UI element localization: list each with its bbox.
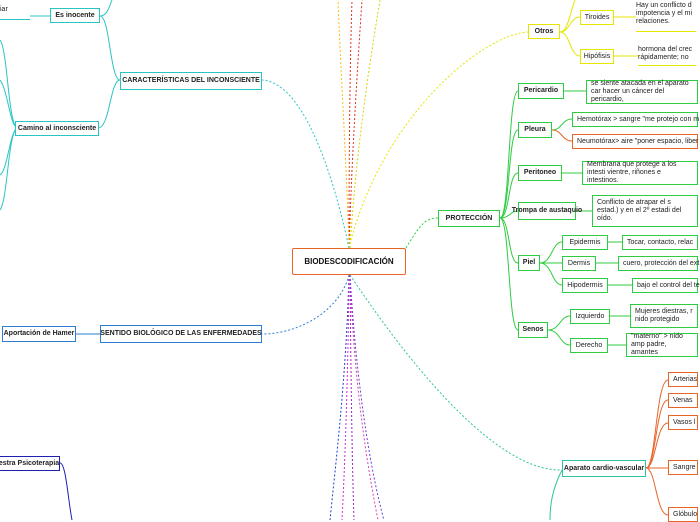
aportacion-label: Aportación de Hamer xyxy=(3,330,75,337)
sentido-biologico-topic[interactable]: SENTIDO BIOLÓGICO DE LAS ENFERMEDADES xyxy=(100,325,262,343)
es-inocente-label: Es inocente xyxy=(55,11,95,19)
izquierdo-text[interactable]: Mujeres diestras, r nido protegido xyxy=(630,304,698,328)
hipofisis-label: Hipófisis xyxy=(583,52,611,60)
hipofisis-text-label: hormona del crec rápidamente; no xyxy=(638,46,693,61)
sangre-topic[interactable]: Sangre xyxy=(668,460,698,475)
pericardio-label: Pericardio xyxy=(523,87,559,94)
hipodermis-text-label: bajo el control del te xyxy=(637,281,700,289)
pericardio-topic[interactable]: Pericardio xyxy=(518,83,564,99)
trompa-text-label: Conflicto de atrapar el s estad.) y en e… xyxy=(597,199,682,222)
hipodermis-text[interactable]: bajo el control del te xyxy=(632,278,700,293)
vasos-topic[interactable]: Vasos l xyxy=(668,415,698,430)
cut-off-topic[interactable]: iar xyxy=(0,6,30,20)
sangre-label: Sangre xyxy=(673,463,696,471)
pleura-label: Pleura xyxy=(524,126,546,133)
izquierdo-topic[interactable]: Izquierdo xyxy=(570,309,610,324)
hipodermis-topic[interactable]: Hipodermis xyxy=(562,278,608,293)
caracteristicas-topic[interactable]: CARACTERÍSTICAS DEL INCONSCIENTE xyxy=(120,72,262,90)
neumotorax-label: Neumotórax> aire "poner espacio, liber xyxy=(577,137,699,145)
venas-topic[interactable]: Venas xyxy=(668,393,698,408)
cardio-label: Aparato cardio-vascular xyxy=(563,464,645,472)
otros-label: Otros xyxy=(534,27,554,35)
sentido-biologico-label: SENTIDO BIOLÓGICO DE LAS ENFERMEDADES xyxy=(100,330,262,337)
derecho-text[interactable]: "materno" > nido amp padre, amantes xyxy=(626,333,698,357)
psicoterapia-topic[interactable]: estra Psicoterapia xyxy=(0,456,60,471)
pericardio-text-label: se siente atacada en el aparato car hace… xyxy=(591,80,689,103)
arterias-label: Arterias xyxy=(673,375,698,383)
senos-topic[interactable]: Senos xyxy=(518,322,548,338)
venas-label: Venas xyxy=(673,396,693,404)
hipodermis-label: Hipodermis xyxy=(567,281,603,289)
hemotorax-label: Hemotórax > sangre "me protejo con m xyxy=(577,115,700,123)
trompa-text[interactable]: Conflicto de atrapar el s estad.) y en e… xyxy=(592,195,698,227)
peritoneo-text[interactable]: Membrana que protege a los intesti vient… xyxy=(582,161,698,185)
derecho-label: Derecho xyxy=(575,341,603,349)
camino-label: Camino al inconsciente xyxy=(17,124,97,132)
pleura-topic[interactable]: Pleura xyxy=(518,122,552,138)
piel-topic[interactable]: Piel xyxy=(518,255,540,271)
globulos-topic[interactable]: Glóbulo xyxy=(668,507,698,522)
epidermis-text-label: Tocar, contacto, relac xyxy=(627,238,694,246)
central-topic[interactable]: BIODESCODIFICACIÓN xyxy=(292,248,406,275)
senos-label: Senos xyxy=(522,326,544,333)
camino-topic[interactable]: Camino al inconsciente xyxy=(15,121,99,136)
trompa-label: Trompa de austaquio xyxy=(511,207,583,214)
aportacion-topic[interactable]: Aportación de Hamer xyxy=(2,326,76,342)
trompa-topic[interactable]: Trompa de austaquio xyxy=(512,202,582,220)
proteccion-topic[interactable]: PROTECCIÓN xyxy=(438,210,500,227)
peritoneo-text-label: Membrana que protege a los intesti vient… xyxy=(587,161,677,184)
peritoneo-topic[interactable]: Peritoneo xyxy=(518,165,562,181)
derecho-text-label: "materno" > nido amp padre, amantes xyxy=(631,333,683,356)
epidermis-label: Epidermis xyxy=(569,238,601,246)
cardio-topic[interactable]: Aparato cardio-vascular xyxy=(562,460,646,477)
izquierdo-text-label: Mujeres diestras, r nido protegido xyxy=(635,308,693,323)
arterias-topic[interactable]: Arterias xyxy=(668,372,698,387)
hipofisis-topic[interactable]: Hipófisis xyxy=(580,49,614,64)
proteccion-label: PROTECCIÓN xyxy=(445,214,493,222)
hemotorax-topic[interactable]: Hemotórax > sangre "me protejo con m xyxy=(572,112,700,127)
psicoterapia-label: estra Psicoterapia xyxy=(0,459,60,467)
izquierdo-label: Izquierdo xyxy=(575,312,605,320)
tiroides-label: Tiroides xyxy=(584,13,610,21)
piel-label: Piel xyxy=(522,259,536,266)
derecho-topic[interactable]: Derecho xyxy=(570,338,608,353)
hipofisis-text[interactable]: hormona del crec rápidamente; no xyxy=(638,46,696,66)
otros-topic[interactable]: Otros xyxy=(528,24,560,39)
caracteristicas-label: CARACTERÍSTICAS DEL INCONSCIENTE xyxy=(122,77,260,84)
dermis-text[interactable]: cuero, protección del ext xyxy=(618,256,700,271)
cut-off-topic-label: iar xyxy=(0,6,8,13)
epidermis-text[interactable]: Tocar, contacto, relac xyxy=(622,235,698,250)
otros-top-text[interactable]: Hay un conflicto d impotencia y el mi re… xyxy=(636,2,696,32)
dermis-label: Dermis xyxy=(567,259,591,267)
globulos-label: Glóbulo xyxy=(673,510,698,518)
otros-top-text-label: Hay un conflicto d impotencia y el mi re… xyxy=(636,2,693,25)
es-inocente-topic[interactable]: Es inocente xyxy=(50,8,100,23)
neumotorax-topic[interactable]: Neumotórax> aire "poner espacio, liber xyxy=(572,134,698,149)
dermis-text-label: cuero, protección del ext xyxy=(623,259,700,267)
vasos-label: Vasos l xyxy=(673,418,696,426)
tiroides-topic[interactable]: Tiroides xyxy=(580,10,614,25)
pericardio-text[interactable]: se siente atacada en el aparato car hace… xyxy=(586,80,698,104)
peritoneo-label: Peritoneo xyxy=(523,169,557,176)
dermis-topic[interactable]: Dermis xyxy=(562,256,596,271)
epidermis-topic[interactable]: Epidermis xyxy=(562,235,608,250)
